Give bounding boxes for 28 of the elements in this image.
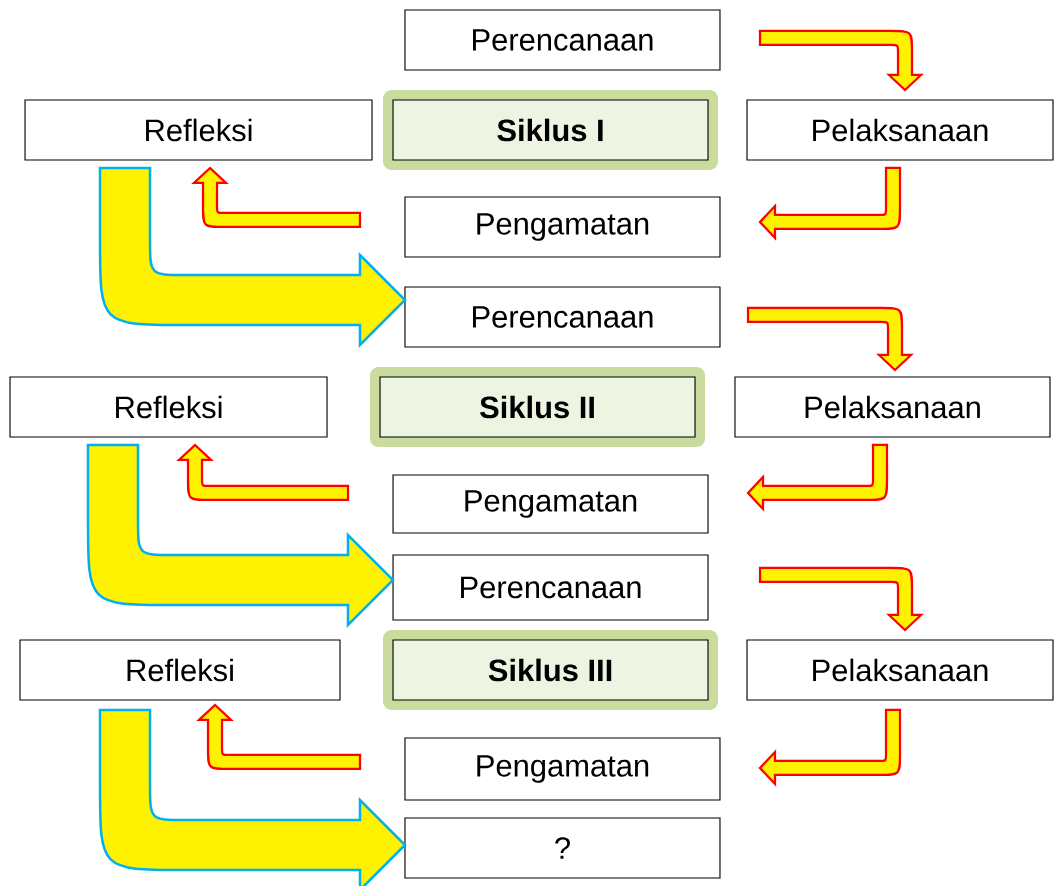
bent-arrow (98, 708, 407, 886)
process-box: Pelaksanaan (746, 639, 1054, 701)
bent-arrow (758, 708, 902, 786)
cycle-box: Siklus II (370, 367, 705, 447)
process-box: Refleksi (24, 99, 373, 161)
process-box: Pengamatan (392, 474, 709, 534)
bent-arrow (86, 443, 395, 627)
bent-arrow (758, 566, 923, 632)
bent-arrow (98, 166, 407, 347)
bent-arrow (192, 166, 362, 229)
process-box: Refleksi (9, 376, 328, 438)
process-box: Perencanaan (404, 9, 721, 71)
bent-arrow (758, 29, 923, 92)
process-box: Perencanaan (392, 554, 709, 621)
process-box: Perencanaan (404, 286, 721, 348)
bent-arrow (758, 166, 902, 240)
bent-arrow (197, 703, 362, 771)
cycle-box: Siklus I (383, 90, 718, 170)
process-box: Pelaksanaan (734, 376, 1051, 438)
process-box: Pelaksanaan (746, 99, 1054, 161)
process-box: Pengamatan (404, 196, 721, 258)
process-box: Refleksi (19, 639, 341, 701)
process-box: Pengamatan (404, 737, 721, 801)
bent-arrow (746, 443, 889, 511)
bent-arrow (746, 306, 913, 372)
cycle-box: Siklus III (383, 630, 718, 710)
bent-arrow (177, 443, 350, 502)
process-box: ? (404, 817, 721, 879)
